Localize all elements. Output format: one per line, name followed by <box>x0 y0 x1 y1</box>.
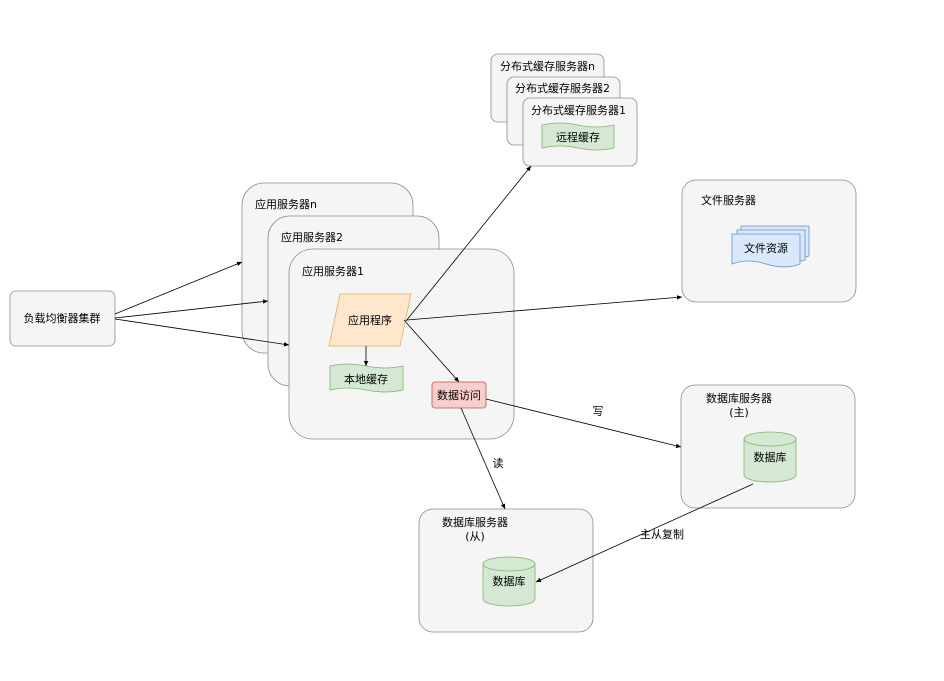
app-program-label: 应用程序 <box>348 313 392 327</box>
app-server-1-label: 应用服务器1 <box>302 264 364 278</box>
edge-lb-to-app-n <box>114 261 243 315</box>
edges <box>114 165 754 583</box>
edge-read <box>460 407 506 510</box>
edge-write <box>485 398 682 448</box>
file-resource-label: 文件资源 <box>744 241 788 255</box>
cache-server-n-label: 分布式缓存服务器n <box>500 59 595 73</box>
write-edge-label: 写 <box>593 405 604 418</box>
db-master-sublabel: (主) <box>729 406 749 419</box>
db-master-cylinder[interactable]: 数据库 <box>743 431 797 483</box>
load-balancer-label: 负载均衡器集群 <box>24 311 101 325</box>
db-slave-label: 数据库服务器 <box>442 515 508 529</box>
db-master-db-label: 数据库 <box>754 450 787 464</box>
edge-program-to-file-server <box>406 295 683 321</box>
remote-cache-label: 远程缓存 <box>556 130 600 144</box>
edge-lb-to-app-1 <box>114 318 290 347</box>
file-server-label: 文件服务器 <box>701 193 756 207</box>
replication-edge-label: 主从复制 <box>640 527 684 541</box>
edge-program-to-data-access <box>403 319 460 383</box>
edge-replication <box>535 483 754 583</box>
db-slave-cylinder[interactable]: 数据库 <box>482 556 536 607</box>
db-slave-db-label: 数据库 <box>493 574 526 588</box>
db-slave-sublabel: (从) <box>465 530 485 543</box>
app-server-1[interactable]: 应用服务器1 <box>288 248 515 440</box>
edge-lb-to-app-2 <box>114 299 269 319</box>
load-balancer-node[interactable]: 负载均衡器集群 <box>9 290 116 347</box>
app-server-2-label: 应用服务器2 <box>281 230 343 244</box>
cache-server-2-label: 分布式缓存服务器2 <box>515 81 610 95</box>
file-resource-node[interactable]: 文件资源 <box>731 225 810 268</box>
data-access-node[interactable]: 数据访问 <box>431 381 487 409</box>
db-master-label: 数据库服务器 <box>706 391 772 405</box>
remote-cache-node[interactable]: 远程缓存 <box>541 122 615 151</box>
local-cache-node[interactable]: 本地缓存 <box>329 363 404 393</box>
data-access-label: 数据访问 <box>437 388 481 402</box>
local-cache-label: 本地缓存 <box>344 372 388 386</box>
read-edge-label: 读 <box>493 456 504 470</box>
app-program-node[interactable]: 应用程序 <box>328 293 412 347</box>
cache-server-1-label: 分布式缓存服务器1 <box>531 103 626 117</box>
edge-program-to-cache <box>405 165 532 322</box>
app-server-n-label: 应用服务器n <box>255 197 317 211</box>
